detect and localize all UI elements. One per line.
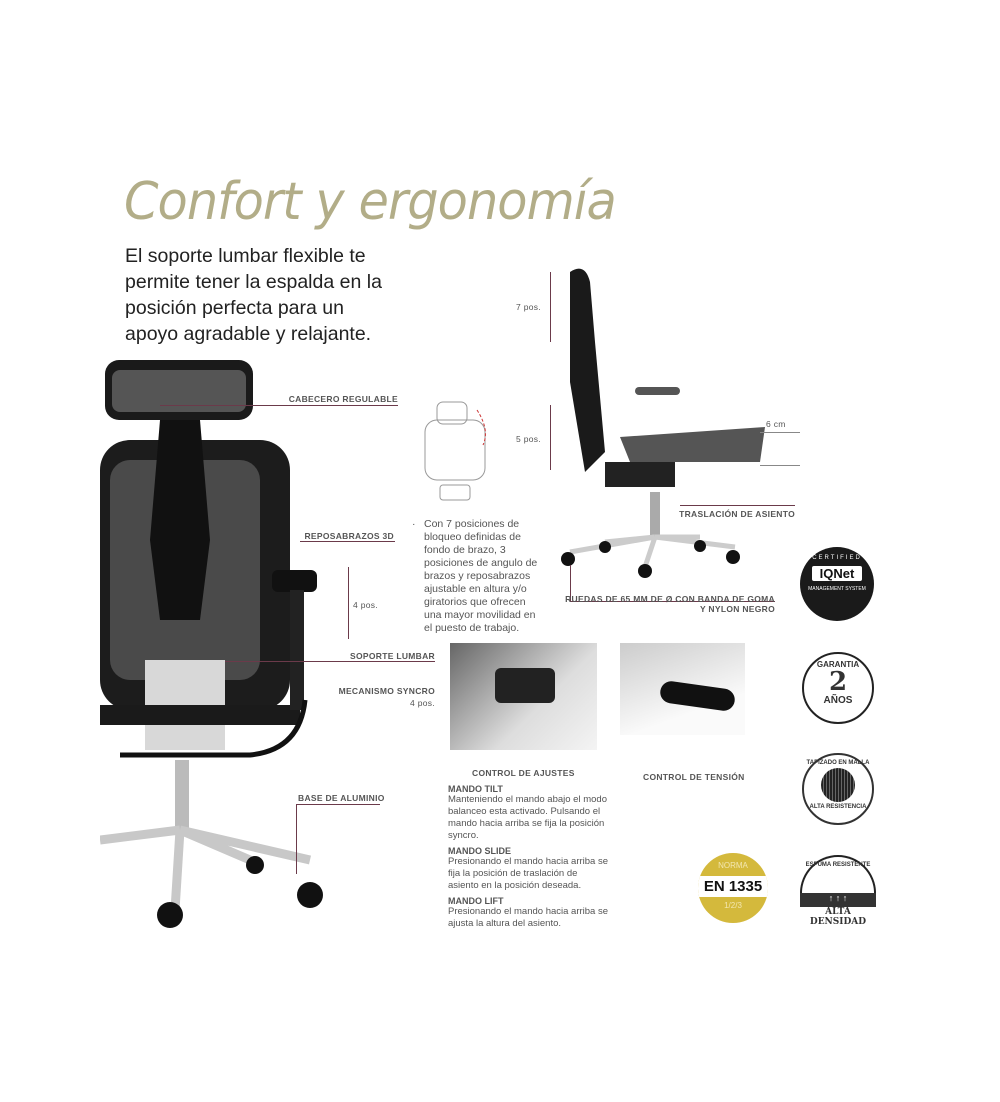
badge-text: ALTA [825,907,851,917]
label-4pos: 4 pos. [353,600,378,610]
tension-control-photo [620,643,745,735]
norma-en1335-badge: NORMA EN 1335 1/2/3 [698,853,768,923]
label-syncro: MECANISMO SYNCRO [338,686,435,696]
espuma-badge: ESPUMA RESISTENTE ↑ ↑ ↑ ALTA DENSIDAD [800,855,876,927]
label-6cm: 6 cm [766,419,786,429]
armrest-text: Con 7 posiciones de bloqueo definidas de… [424,518,538,634]
control-title: MANDO SLIDE [448,846,511,856]
callout-line [296,804,380,805]
label-reposabrazos: REPOSABRAZOS 3D [304,531,394,541]
badge-text: 1/2/3 [724,901,742,910]
control-title: MANDO LIFT [448,896,504,906]
dashed-line [760,465,800,466]
label-lumbar: SOPORTE LUMBAR [350,651,435,661]
callout-line [300,541,395,542]
control-text: Presionando el mando hacia arriba se fij… [448,856,609,891]
badge-text: ALTA RESISTENCIA [809,804,867,810]
badge-text: AÑOS [823,695,853,706]
callout-line [160,405,398,406]
control-adjustments-photo [450,643,597,750]
armrest-diagram-icon [424,401,486,501]
garantia-badge: GARANTIA 2 AÑOS [802,652,874,724]
control-tension-heading: CONTROL DE TENSIÓN [643,772,745,782]
label-traslacion: TRASLACIÓN DE ASIENTO [679,509,795,519]
label-ruedas-1: RUEDAS DE 65 MM DE Ø CON BANDA DE GOMA [565,594,775,604]
badge-text: EN 1335 [698,876,768,897]
intro-text: El soporte lumbar flexible te permite te… [125,245,382,345]
label-ruedas-2: Y NYLON NEGRO [699,604,775,614]
arrow-vertical [550,272,551,342]
arrow-vertical [550,405,551,470]
iqnet-certified-badge: CERTIFIED IQNet MANAGEMENT SYSTEM [800,547,874,621]
chair-back-view-image [100,360,323,928]
label-7pos: 7 pos. [516,302,541,312]
control-title: MANDO TILT [448,784,503,794]
control-text: Manteniendo el mando abajo el modo balan… [448,794,607,841]
callout-line [570,601,775,602]
callout-line [570,565,571,601]
badge-text: TAPIZADO EN MALLA [806,760,870,766]
chair-side-view-image [561,268,765,578]
callout-line [680,505,795,506]
badge-text: GARANTIA [816,660,860,669]
control-ajustes-heading: CONTROL DE AJUSTES [472,768,575,778]
badge-text: ESPUMA RESISTENTE [800,855,876,893]
badge-text: MANAGEMENT SYSTEM [808,586,866,592]
badge-text: DENSIDAD [809,917,867,927]
tapizado-malla-badge: TAPIZADO EN MALLA ALTA RESISTENCIA [802,753,874,825]
badge-text: 2 [828,667,848,697]
label-base: BASE DE ALUMINIO [298,793,385,803]
control-text: Presionando el mando hacia arriba se aju… [448,906,609,929]
badge-text: IQNet [812,566,862,581]
label-syncro-pos: 4 pos. [410,698,435,708]
controls-list: MANDO TILT Manteniendo el mando abajo el… [448,780,608,930]
callout-line [225,661,435,662]
callout-line [296,804,297,874]
armrest-description: · Con 7 posiciones de bloqueo definidas … [412,518,542,635]
page-title: Confort y ergonomía [124,172,617,232]
label-5pos: 5 pos. [516,434,541,444]
badge-text: CERTIFIED [812,555,862,561]
badge-text: NORMA [718,861,748,870]
dashed-line [760,432,800,433]
arrow-vertical [348,567,349,639]
label-cabecero: CABECERO REGULABLE [288,394,398,404]
